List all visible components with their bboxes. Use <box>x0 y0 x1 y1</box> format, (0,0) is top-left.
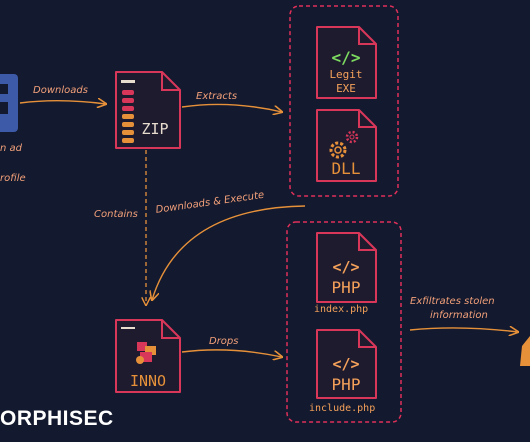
exfiltrates-arrow <box>409 328 518 332</box>
left-partial-line2: rofile <box>0 173 26 184</box>
brand-logo: ORPHISEC <box>0 407 114 430</box>
php-include-node: </> PHP <box>316 329 377 399</box>
gears-icon <box>329 130 359 159</box>
downloads-label: Downloads <box>33 85 88 96</box>
inno-label: INNO <box>130 372 166 390</box>
zip-file-node: ZIP <box>115 71 181 149</box>
drops-arrow <box>181 349 282 357</box>
php-index-label: PHP <box>332 278 361 297</box>
contains-label: Contains <box>94 209 138 220</box>
downloads-execute-arrow <box>152 205 306 300</box>
include-php-filename: include.php <box>309 403 376 414</box>
php-include-code-icon: </> <box>332 355 359 373</box>
zip-stripes-icon <box>122 90 134 143</box>
drops-label: Drops <box>209 336 239 347</box>
installer-icon <box>136 342 156 364</box>
legit-label: Legit <box>329 68 362 81</box>
php-index-code-icon: </> <box>332 258 359 276</box>
legit-exe-node: </> Legit EXE <box>316 26 377 99</box>
dll-file-node: DLL <box>316 109 377 182</box>
legit-code-icon: </> <box>332 48 361 67</box>
inno-file-node: INNO <box>115 319 181 393</box>
php-index-node: </> PHP <box>316 232 377 303</box>
dropped-files-group <box>286 221 402 423</box>
exe-label: EXE <box>336 82 356 95</box>
left-partial-line1: n ad <box>0 143 22 154</box>
extracts-label: Extracts <box>196 91 238 102</box>
exfiltrates-label-line1: Exfiltrates stolen <box>410 296 495 307</box>
extracted-files-group <box>289 5 399 197</box>
partial-app-icon <box>0 74 18 132</box>
dll-label: DLL <box>332 159 361 178</box>
exfiltrates-label-line2: information <box>430 310 488 321</box>
php-include-label: PHP <box>332 375 361 394</box>
zip-label: ZIP <box>141 120 168 138</box>
downloads-arrow <box>19 101 106 104</box>
extracts-arrow <box>181 103 282 112</box>
index-php-filename: index.php <box>314 304 369 315</box>
partial-attacker-icon <box>520 336 530 366</box>
